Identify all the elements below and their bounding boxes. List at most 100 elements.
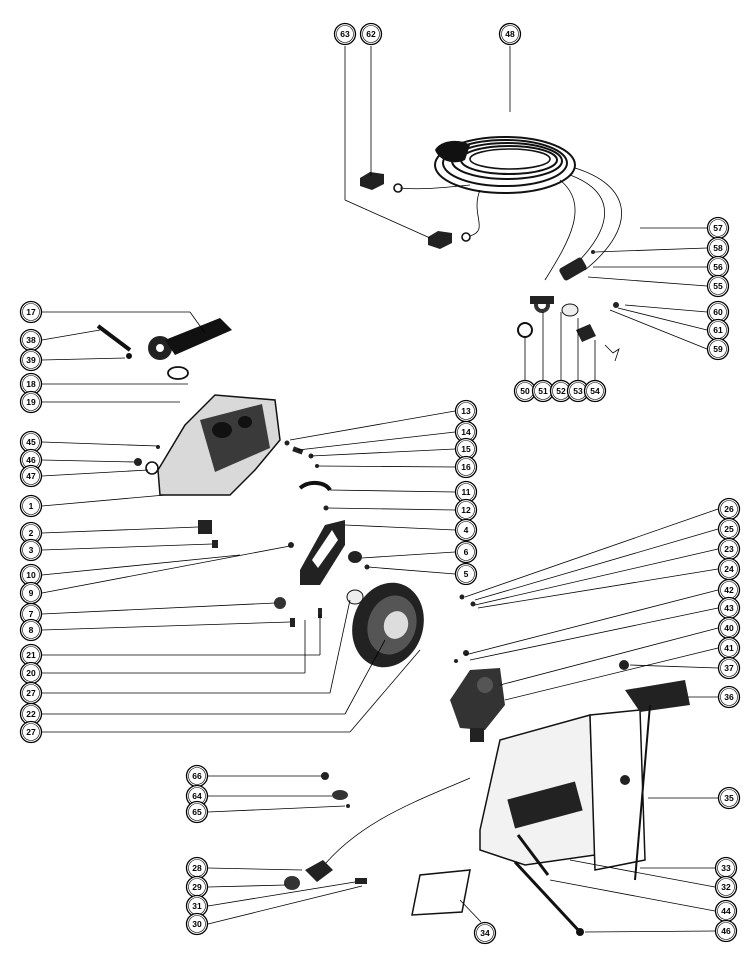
callout-number: 13 bbox=[461, 406, 471, 416]
callout-number: 37 bbox=[724, 663, 734, 673]
callout-50: 50 bbox=[513, 379, 537, 403]
callout-ring bbox=[22, 684, 40, 702]
callout-number: 10 bbox=[26, 570, 36, 580]
callout-ring bbox=[709, 340, 727, 358]
callout-number: 14 bbox=[461, 427, 471, 437]
part-drawings bbox=[96, 136, 690, 936]
callout-ring bbox=[22, 303, 40, 321]
callout-ring bbox=[720, 500, 738, 518]
callout-circle bbox=[454, 455, 478, 479]
callout-number: 52 bbox=[556, 386, 566, 396]
callout-number: 62 bbox=[366, 29, 376, 39]
callout-number: 16 bbox=[461, 462, 471, 472]
callout-number: 18 bbox=[26, 379, 36, 389]
callout-number: 59 bbox=[713, 344, 723, 354]
callout-57: 57 bbox=[706, 216, 730, 240]
callout-number: 25 bbox=[724, 524, 734, 534]
callout-number: 41 bbox=[724, 643, 734, 653]
callout-ring bbox=[457, 402, 475, 420]
callout-number: 43 bbox=[724, 603, 734, 613]
callout-ring bbox=[188, 915, 206, 933]
callout-circle bbox=[185, 800, 209, 824]
callout-ring bbox=[457, 521, 475, 539]
shift-lever-housing bbox=[274, 520, 370, 627]
callout-number: 36 bbox=[724, 692, 734, 702]
callout-26: 26 bbox=[717, 497, 741, 521]
callout-ring bbox=[457, 565, 475, 583]
callout-ring bbox=[501, 25, 519, 43]
callout-number: 19 bbox=[26, 397, 36, 407]
callout-number: 57 bbox=[713, 223, 723, 233]
callout-circle bbox=[454, 540, 478, 564]
callout-circle bbox=[717, 786, 741, 810]
callout-circle bbox=[359, 22, 383, 46]
callout-ring bbox=[586, 382, 604, 400]
callout-number: 2 bbox=[29, 528, 34, 538]
callout-27a: 27 bbox=[19, 681, 43, 705]
callout-number: 47 bbox=[26, 471, 36, 481]
callout-23: 23 bbox=[717, 537, 741, 561]
callout-29: 29 bbox=[185, 875, 209, 899]
callout-ring bbox=[720, 659, 738, 677]
callout-62: 62 bbox=[359, 22, 383, 46]
callout-41: 41 bbox=[717, 636, 741, 660]
callout-46b: 46 bbox=[714, 919, 738, 943]
callout-circle bbox=[19, 720, 43, 744]
callout-number: 15 bbox=[461, 444, 471, 454]
callout-48: 48 bbox=[498, 22, 522, 46]
callout-number: 64 bbox=[192, 791, 202, 801]
callout-circle bbox=[706, 337, 730, 361]
callout-circle bbox=[19, 300, 43, 324]
control-box-cover bbox=[134, 394, 281, 548]
callout-ring bbox=[717, 878, 735, 896]
callout-66: 66 bbox=[185, 764, 209, 788]
callout-number: 28 bbox=[192, 863, 202, 873]
callout-circle bbox=[19, 538, 43, 562]
callout-8: 8 bbox=[19, 618, 43, 642]
callout-circle bbox=[717, 685, 741, 709]
callout-number: 8 bbox=[29, 625, 34, 635]
callout-ring bbox=[22, 331, 40, 349]
detent-hardware bbox=[284, 440, 332, 511]
ignition-key-switch bbox=[96, 318, 232, 380]
callout-13: 13 bbox=[454, 399, 478, 423]
callout-number: 66 bbox=[192, 771, 202, 781]
callout-number: 20 bbox=[26, 668, 36, 678]
callout-12: 12 bbox=[454, 498, 478, 522]
callout-16: 16 bbox=[454, 455, 478, 479]
callout-circle bbox=[714, 875, 738, 899]
callout-number: 60 bbox=[713, 307, 723, 317]
callout-ring bbox=[720, 789, 738, 807]
callout-20: 20 bbox=[19, 661, 43, 685]
callout-ring bbox=[457, 501, 475, 519]
callout-number: 63 bbox=[340, 29, 350, 39]
callout-ring bbox=[709, 219, 727, 237]
callout-32: 32 bbox=[714, 875, 738, 899]
callout-ring bbox=[22, 584, 40, 602]
callout-52: 52 bbox=[549, 379, 573, 403]
callout-ring bbox=[22, 351, 40, 369]
callout-ring bbox=[709, 277, 727, 295]
callout-25: 25 bbox=[717, 517, 741, 541]
callout-number: 39 bbox=[26, 355, 36, 365]
callout-56: 56 bbox=[706, 255, 730, 279]
callout-number: 31 bbox=[192, 901, 202, 911]
bolt-46 bbox=[513, 860, 582, 934]
callout-ring bbox=[457, 543, 475, 561]
callout-ring bbox=[720, 560, 738, 578]
callout-ring bbox=[457, 458, 475, 476]
callout-number: 3 bbox=[29, 545, 34, 555]
callout-circle bbox=[454, 562, 478, 586]
callout-number: 45 bbox=[26, 437, 36, 447]
callout-number: 9 bbox=[29, 588, 34, 598]
callout-ring bbox=[22, 393, 40, 411]
callout-31: 31 bbox=[185, 894, 209, 918]
callout-circle bbox=[19, 464, 43, 488]
callout-ring bbox=[336, 25, 354, 43]
callout-number: 34 bbox=[480, 928, 490, 938]
callout-number: 33 bbox=[721, 863, 731, 873]
callout-39: 39 bbox=[19, 348, 43, 372]
callout-number: 58 bbox=[713, 243, 723, 253]
callout-59: 59 bbox=[706, 337, 730, 361]
